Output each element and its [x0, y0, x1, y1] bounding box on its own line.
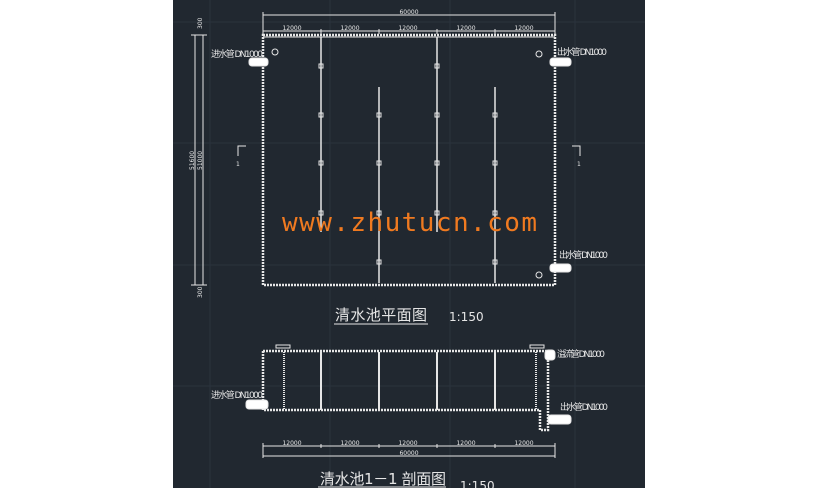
watermark: www.zhutucn.com	[282, 208, 537, 238]
outlet-pipe-top	[549, 57, 572, 67]
drawing-svg: 60000 12000 12000 12000 12000 12000 300 …	[173, 0, 645, 492]
outlet-pipe-bottom	[549, 263, 572, 273]
left-dim: 300	[197, 17, 204, 29]
cad-drawing-canvas[interactable]: 60000 12000 12000 12000 12000 12000 300 …	[173, 0, 645, 492]
plan-bay-dim: 12000	[340, 25, 359, 32]
left-dim: 51000	[197, 151, 204, 170]
section-bay-dim: 12000	[456, 440, 475, 447]
left-dim: 51600	[189, 151, 196, 170]
outlet-label-top: 出水管 DN1000	[557, 46, 607, 58]
plan-bay-dim: 12000	[456, 25, 475, 32]
grid	[173, 0, 645, 488]
section-title: 清水池1－1 剖面图	[320, 470, 446, 488]
plan-bay-dim: 12000	[514, 25, 533, 32]
plan-title: 清水池平面图	[335, 306, 427, 324]
section-inlet-label: 进水管 DN1000	[211, 389, 263, 401]
plan-view	[191, 12, 581, 287]
left-dim: 300	[197, 286, 204, 298]
plan-bay-dim: 12000	[282, 25, 301, 32]
section-bay-dim: 12000	[282, 440, 301, 447]
section-outlet-label: 出水管 DN1000	[560, 401, 608, 413]
section-mark-left: 1	[236, 161, 240, 168]
section-view	[245, 344, 572, 458]
section-total-dim: 60000	[399, 450, 418, 457]
inlet-pipe	[248, 57, 269, 67]
section-bay-dim: 12000	[398, 440, 417, 447]
section-mark-right: 1	[577, 161, 581, 168]
section-bay-dim: 12000	[514, 440, 533, 447]
plan-bay-dim: 12000	[398, 25, 417, 32]
section-overflow-label: 溢流管 DN1000	[557, 348, 605, 360]
plan-scale: 1:150	[449, 310, 484, 324]
section-scale: 1:150	[460, 479, 495, 488]
outlet-label-bottom: 出水管 DN1000	[559, 249, 608, 261]
section-bay-dim: 12000	[340, 440, 359, 447]
plan-total-dim: 60000	[399, 9, 418, 16]
inlet-label: 进水管 DN1000	[211, 48, 263, 60]
